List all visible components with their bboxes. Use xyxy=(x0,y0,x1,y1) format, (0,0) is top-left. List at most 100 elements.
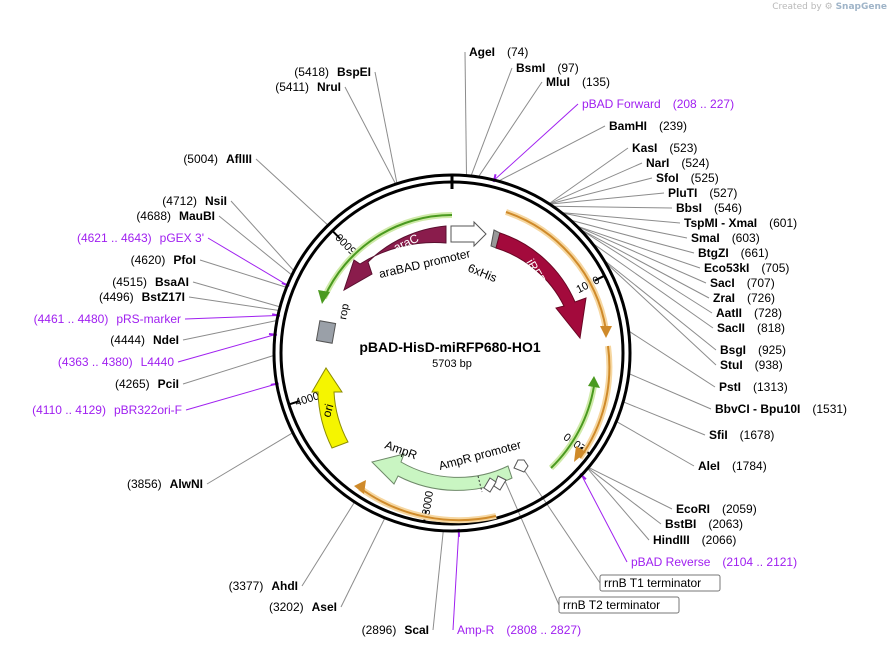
ampR-promoter-label: AmpR promoter xyxy=(437,437,522,472)
rop-mark[interactable] xyxy=(315,320,337,344)
enzyme-label[interactable]: BbvCI - Bpu10I(1531) xyxy=(715,402,847,416)
enzyme-label[interactable]: SmaI(603) xyxy=(691,231,760,245)
enzyme-leader-line xyxy=(470,67,513,177)
enzyme-label[interactable]: StuI(938) xyxy=(720,358,783,372)
enzyme-label[interactable]: SfiI(1678) xyxy=(709,428,774,442)
araBAD-promoter-label: araBAD promoter xyxy=(378,246,472,281)
enzyme-label[interactable]: EcoRI(2059) xyxy=(676,502,757,516)
primer-label[interactable]: Amp-R(2808 .. 2827) xyxy=(457,623,581,637)
enzyme-leader-line xyxy=(548,162,643,205)
enzyme-leader-line xyxy=(588,466,673,510)
araC-arrow[interactable] xyxy=(343,225,447,292)
terminator-leader-line xyxy=(519,463,601,584)
enzyme-leader-line xyxy=(549,177,653,205)
enzyme-label[interactable]: AatII(728) xyxy=(716,306,782,320)
enzyme-label[interactable]: SacI(707) xyxy=(710,276,775,290)
enzyme-label[interactable]: BsmI(97) xyxy=(516,61,579,75)
rrnB-T1-terminator-label: rrnB T1 terminator xyxy=(604,576,701,590)
snapgene-credit: Created by ⚙ SnapGene xyxy=(772,2,887,12)
enzyme-label[interactable]: (4444)NdeI xyxy=(110,333,179,347)
enzyme-label[interactable]: NarI(524) xyxy=(646,156,709,170)
enzyme-label[interactable]: (4688)MauBI xyxy=(136,209,215,223)
enzyme-label[interactable]: BsgI(925) xyxy=(720,343,786,357)
enzyme-leader-line xyxy=(199,259,287,288)
enzyme-label[interactable]: (4712)NsiI xyxy=(162,194,227,208)
enzyme-leader-line xyxy=(344,86,397,185)
rrnB-T2-terminator-label: rrnB T2 terminator xyxy=(563,598,660,612)
araBAD-promoter-arrow[interactable] xyxy=(450,220,487,248)
primer-leader-line xyxy=(493,103,579,181)
enzyme-label[interactable]: BbsI(546) xyxy=(676,201,742,215)
rrnB-T2-terminator-mark[interactable] xyxy=(483,477,497,493)
ori-arrow[interactable] xyxy=(311,367,349,449)
enzyme-label[interactable]: BstBI(2063) xyxy=(665,517,743,531)
enzyme-leader-line xyxy=(576,225,701,269)
primer-label[interactable]: pBAD Forward(208 .. 227) xyxy=(582,97,734,111)
scale-tick-label: 3000 xyxy=(420,490,436,516)
primer-leader-line xyxy=(185,383,277,411)
enzyme-leader-line xyxy=(628,373,712,410)
enzyme-label[interactable]: BamHI(239) xyxy=(609,119,687,133)
enzyme-leader-line xyxy=(374,71,398,184)
enzyme-label[interactable]: HindIII(2066) xyxy=(653,533,736,547)
enzyme-label[interactable]: PstI(1313) xyxy=(719,380,788,394)
enzyme-label[interactable]: ZraI(726) xyxy=(713,291,775,305)
orange-arc-right-head xyxy=(574,446,586,462)
enzyme-label[interactable]: (5004)AflIII xyxy=(183,152,252,166)
enzyme-leader-line xyxy=(255,158,329,226)
enzyme-label[interactable]: (4620)PfoI xyxy=(131,253,196,267)
enzyme-label[interactable]: Eco53kI(705) xyxy=(704,261,789,275)
enzyme-label[interactable]: (3377)AhdI xyxy=(229,579,298,593)
ori-label: ori xyxy=(319,402,336,419)
enzyme-label[interactable]: PluTI(527) xyxy=(668,186,737,200)
enzyme-label[interactable]: SacII(818) xyxy=(717,321,785,335)
enzyme-leader-line xyxy=(188,296,280,312)
terminator-leader-line xyxy=(501,473,560,606)
enzyme-leader-line xyxy=(579,228,713,314)
enzyme-label[interactable]: (4265)PciI xyxy=(115,377,179,391)
enzyme-leader-line xyxy=(206,432,294,485)
primer-label[interactable]: pBAD Reverse(2104 .. 2121) xyxy=(631,555,797,569)
ampR-promoter-arrow[interactable] xyxy=(513,459,529,473)
enzyme-leader-line xyxy=(576,225,707,284)
leader-lines xyxy=(177,51,717,631)
enzyme-label[interactable]: (4515)BsaAI xyxy=(112,275,189,289)
enzyme-label[interactable]: (5411)NruI xyxy=(275,80,341,94)
enzyme-leader-line xyxy=(340,517,386,608)
enzyme-leader-line xyxy=(182,354,275,385)
primer-label[interactable]: (4110 .. 4129)pBR322ori-F xyxy=(32,403,182,417)
primer-label[interactable]: (4621 .. 4643)pGEX 3' xyxy=(77,231,204,245)
enzyme-label[interactable]: (2896)ScaI xyxy=(362,623,429,637)
enzyme-label[interactable]: MluI(135) xyxy=(546,75,610,89)
primer-label[interactable]: (4363 .. 4380)L4440 xyxy=(58,355,174,369)
rrnB-T1-terminator-box[interactable] xyxy=(599,574,721,592)
enzyme-label[interactable]: AleI(1784) xyxy=(698,459,767,473)
enzyme-leader-line xyxy=(603,259,717,351)
enzyme-label[interactable]: TspMI - XmaI(601) xyxy=(684,216,797,230)
enzyme-leader-line xyxy=(604,261,717,366)
primer-leader-line xyxy=(177,334,276,363)
enzyme-label[interactable]: (3856)AlwNI xyxy=(127,477,203,491)
enzyme-label[interactable]: KasI(523) xyxy=(632,141,697,155)
enzyme-leader-line xyxy=(587,468,650,541)
enzyme-label[interactable]: (3202)AseI xyxy=(269,600,337,614)
primer-leader-line xyxy=(184,314,279,320)
enzyme-leader-line xyxy=(218,215,293,276)
enzyme-leader-line xyxy=(587,467,662,525)
orange-arc-top-line xyxy=(505,211,607,331)
enzyme-label[interactable]: AgeI(74) xyxy=(469,45,528,59)
enzyme-label[interactable]: SfoI(525) xyxy=(656,171,719,185)
enzyme-leader-line xyxy=(230,200,295,272)
irfp713-arrow[interactable] xyxy=(495,232,587,340)
orange-arc-bottom-head xyxy=(354,480,366,494)
primer-leader-line xyxy=(452,530,460,631)
primer-label[interactable]: (4461 .. 4480)pRS-marker xyxy=(34,312,181,326)
enzyme-leader-line xyxy=(182,319,278,341)
orange-arc-right-line xyxy=(579,345,611,459)
ampR-arrow[interactable] xyxy=(371,453,513,491)
rrnB-T2-terminator-box[interactable] xyxy=(558,596,680,614)
enzyme-label[interactable]: BtgZI(661) xyxy=(698,246,769,260)
enzyme-label[interactable]: (5418)BspEI xyxy=(294,65,371,79)
enzyme-leader-line xyxy=(464,51,467,176)
enzyme-label[interactable]: (4496)BstZ17I xyxy=(99,290,185,304)
